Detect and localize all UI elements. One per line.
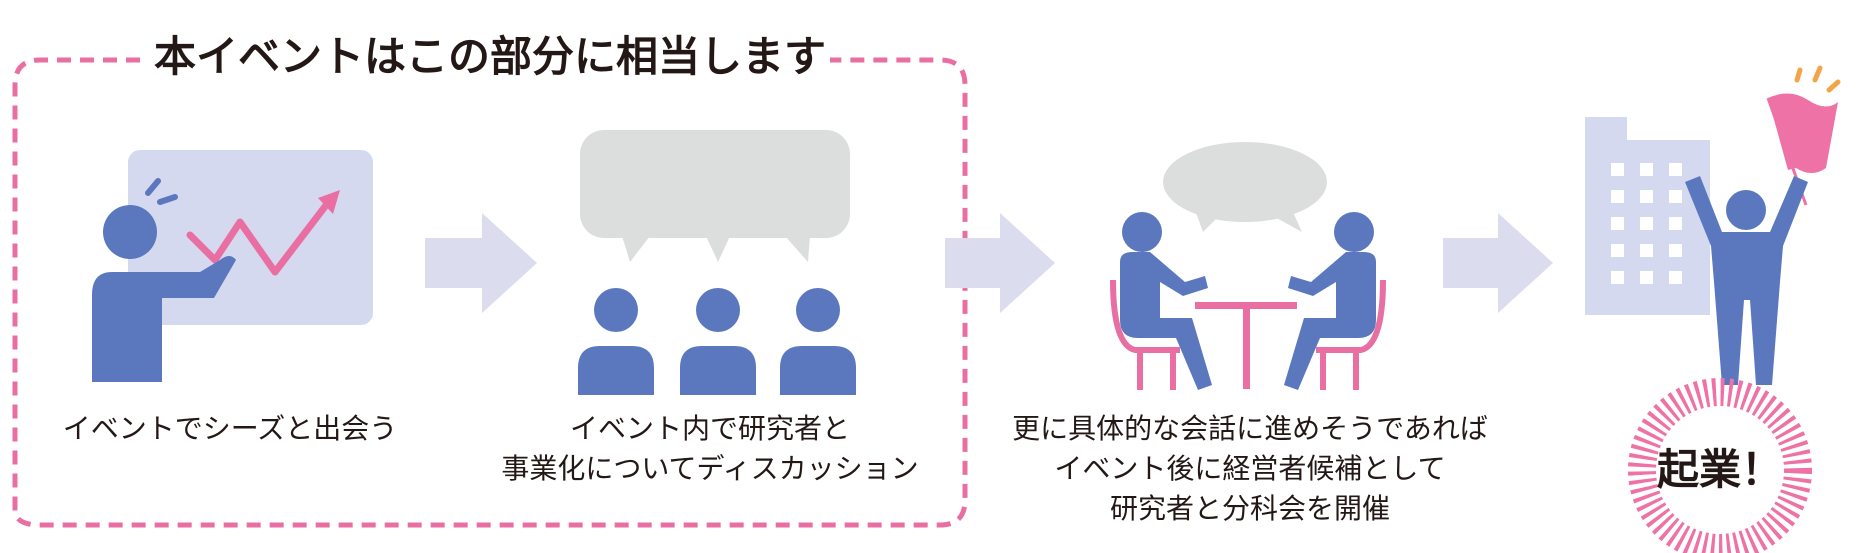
flow-arrow-2 bbox=[945, 213, 1055, 313]
flow-arrow-1 bbox=[425, 213, 537, 313]
two-people-at-table-icon bbox=[1110, 142, 1386, 390]
burst-badge bbox=[1628, 378, 1812, 553]
step-3-caption: 更に具体的な会話に進めそうであれば イベント後に経営者候補として 研究者と分科会… bbox=[990, 409, 1510, 529]
step-1-caption-line: イベントでシーズと出会う bbox=[62, 412, 398, 445]
flow-arrow-3 bbox=[1443, 213, 1553, 313]
step-3-caption-line-1: 更に具体的な会話に進めそうであれば bbox=[1012, 412, 1488, 445]
section-title: 本イベントはこの部分に相当します bbox=[150, 22, 830, 92]
step-4-caption: 起業！ bbox=[1656, 445, 1783, 494]
presenter-with-chart-icon bbox=[92, 150, 373, 382]
step-3-caption-line-3: 研究者と分科会を開催 bbox=[1109, 492, 1390, 525]
step-2-caption-line-1: イベント内で研究者と bbox=[569, 412, 850, 445]
step-1-caption: イベントでシーズと出会う bbox=[40, 409, 420, 449]
person-with-flag-and-building-icon bbox=[1585, 65, 1841, 553]
step-2-caption-line-2: 事業化についてディスカッション bbox=[501, 452, 919, 485]
event-section-outline bbox=[12, 57, 968, 528]
audience-with-speech-bubble-icon bbox=[578, 130, 856, 395]
step-3-caption-line-2: イベント後に経営者候補として bbox=[1054, 452, 1446, 485]
step-2-caption: イベント内で研究者と 事業化についてディスカッション bbox=[470, 409, 950, 489]
